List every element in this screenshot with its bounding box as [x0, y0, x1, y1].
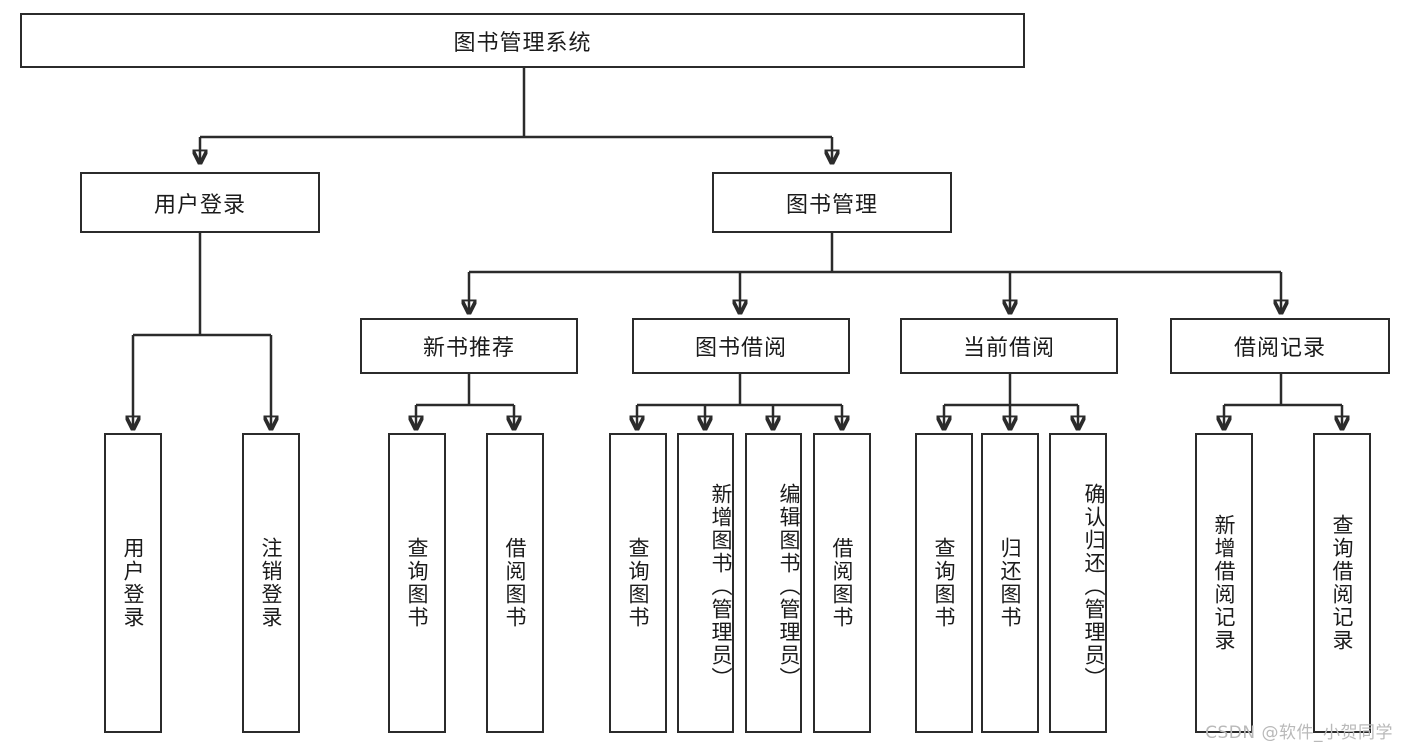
node-label: 查询图书: [932, 537, 957, 629]
node-label: 借阅图书: [503, 537, 528, 629]
node-label: 借阅记录: [1233, 336, 1326, 361]
node-label: 图书管理系统: [453, 30, 592, 56]
leaf-new-book-borrow-book[interactable]: 借阅图书: [486, 433, 544, 733]
node-label: 查询图书: [405, 537, 430, 629]
node-current-borrow[interactable]: 当前借阅: [900, 318, 1118, 374]
leaf-book-borrow-edit-book-admin[interactable]: 编辑图书（管理员）: [745, 433, 802, 733]
node-label: 编辑图书（管理员）: [777, 482, 801, 690]
node-label: 用户登录: [153, 192, 246, 218]
node-label: 图书管理: [785, 192, 878, 218]
node-book-borrow[interactable]: 图书借阅: [632, 318, 850, 374]
node-borrow-record[interactable]: 借阅记录: [1170, 318, 1390, 374]
leaf-user-login-signin[interactable]: 用户登录: [104, 433, 162, 733]
node-label: 新增图书（管理员）: [709, 482, 733, 690]
leaf-current-borrow-confirm-return-admin[interactable]: 确认归还（管理员）: [1049, 433, 1107, 733]
leaf-new-book-query-book[interactable]: 查询图书: [388, 433, 446, 733]
node-root-book-management-system[interactable]: 图书管理系统: [20, 13, 1025, 68]
node-label: 用户登录: [121, 537, 146, 629]
node-label: 借阅图书: [830, 537, 855, 629]
node-label: 查询借阅记录: [1330, 514, 1355, 652]
leaf-borrow-record-query-record[interactable]: 查询借阅记录: [1313, 433, 1371, 733]
node-label: 归还图书: [998, 537, 1023, 629]
leaf-borrow-record-add-record[interactable]: 新增借阅记录: [1195, 433, 1253, 733]
node-label: 新增借阅记录: [1212, 514, 1237, 652]
leaf-current-borrow-query-book[interactable]: 查询图书: [915, 433, 973, 733]
node-user-login[interactable]: 用户登录: [80, 172, 320, 233]
leaf-book-borrow-borrow-book[interactable]: 借阅图书: [813, 433, 871, 733]
node-label: 当前借阅: [962, 336, 1055, 361]
node-label: 图书借阅: [694, 336, 787, 361]
leaf-book-borrow-query-book[interactable]: 查询图书: [609, 433, 667, 733]
leaf-current-borrow-return-book[interactable]: 归还图书: [981, 433, 1039, 733]
node-book-management[interactable]: 图书管理: [712, 172, 952, 233]
leaf-user-login-signout[interactable]: 注销登录: [242, 433, 300, 733]
node-label: 注销登录: [259, 537, 284, 629]
node-new-book-recommend[interactable]: 新书推荐: [360, 318, 578, 374]
watermark: CSDN @软件_小贺同学: [1205, 723, 1393, 743]
node-label: 新书推荐: [422, 336, 515, 361]
node-label: 查询图书: [626, 537, 651, 629]
node-label: 确认归还（管理员）: [1082, 482, 1106, 690]
leaf-book-borrow-add-book-admin[interactable]: 新增图书（管理员）: [677, 433, 734, 733]
